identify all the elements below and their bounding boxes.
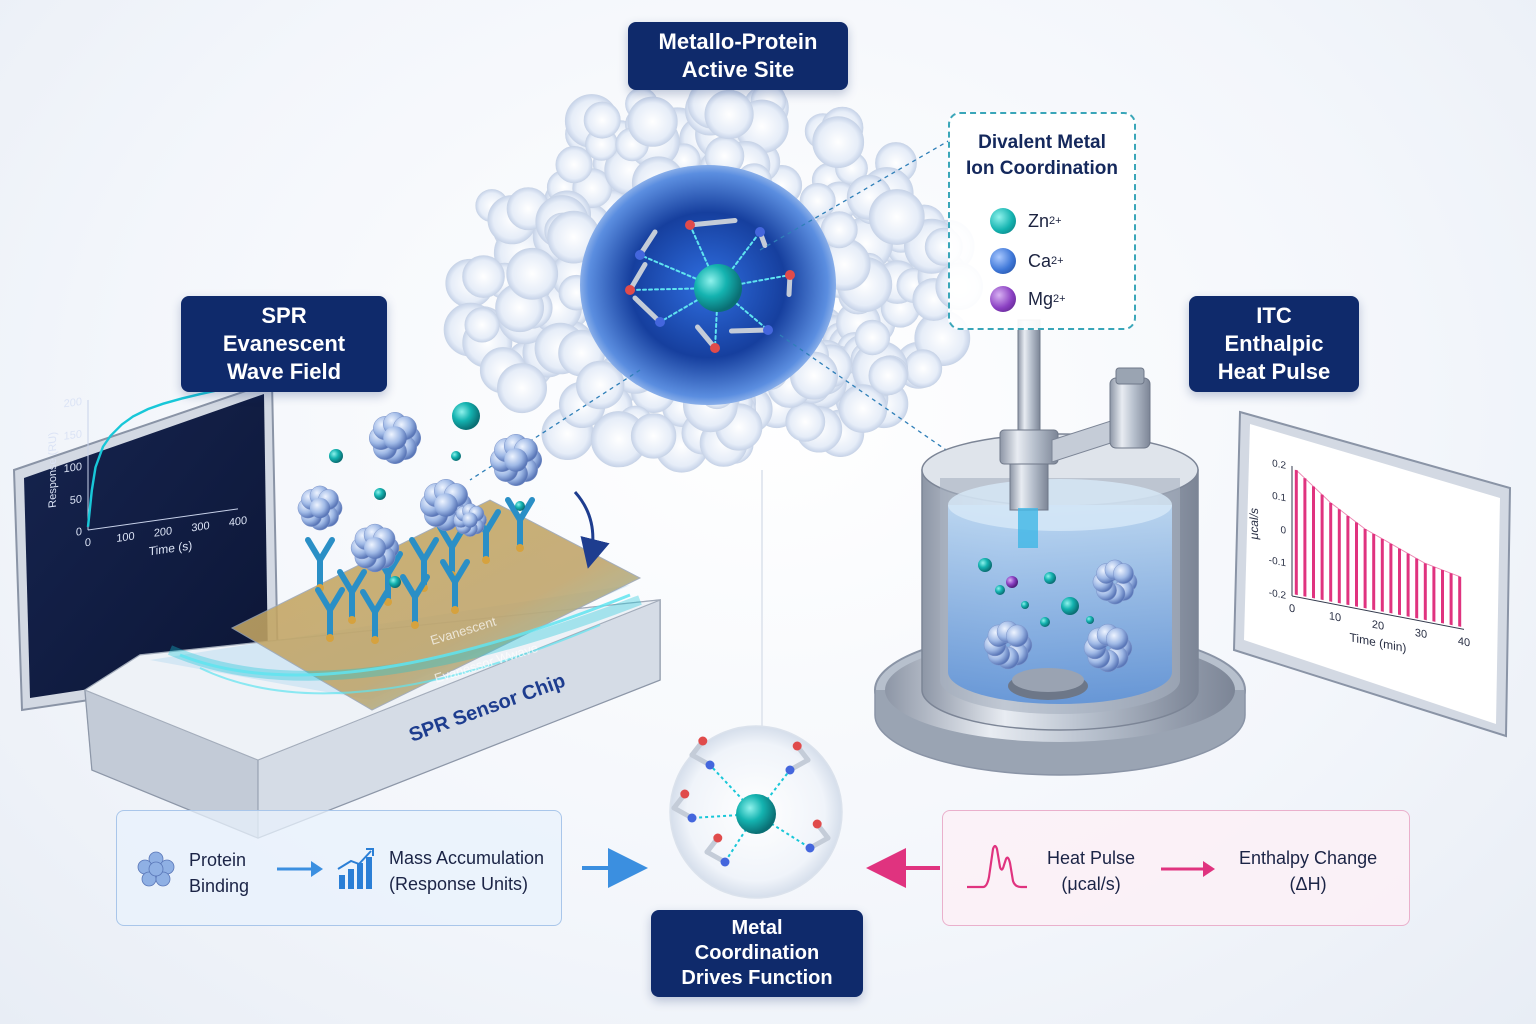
- x-tick-label: 100: [116, 530, 134, 545]
- y-tick-label: 0.1: [1272, 491, 1286, 505]
- y-tick-label: 200: [64, 396, 82, 411]
- x-tick-label: 0: [85, 537, 91, 550]
- arrow-right-icon: [277, 861, 323, 877]
- calcium-ion-icon: [990, 248, 1016, 274]
- x-tick-label: 40: [1458, 635, 1470, 649]
- y-tick-label: -0.2: [1269, 588, 1287, 602]
- spr-monitor: [12, 380, 280, 712]
- arrow-right-icon: [1161, 861, 1215, 877]
- itc-cell-contents: [978, 558, 1138, 673]
- x-tick-label: 200: [154, 525, 172, 540]
- spr-sensor-chip: [83, 499, 661, 839]
- x-tick-label: 300: [191, 520, 209, 535]
- mass-accumulation-text: Mass Accumulation(Response Units): [389, 848, 545, 894]
- y-tick-label: 50: [70, 493, 82, 507]
- x-tick-label: 10: [1329, 610, 1341, 624]
- coordination-sphere: [669, 725, 843, 899]
- y-tick-label: -0.1: [1269, 555, 1287, 569]
- spr-analyte-particles: [297, 402, 543, 588]
- x-tick-label: 400: [229, 515, 247, 530]
- central-metal-ion-icon: [736, 794, 776, 834]
- y-tick-label: 100: [64, 461, 82, 476]
- x-tick-label: 20: [1372, 619, 1384, 633]
- enthalpy-change-text: Enthalpy Change(ΔH): [1239, 848, 1378, 894]
- y-axis-label: Response (RU): [47, 431, 59, 508]
- y-tick-label: 0.2: [1272, 458, 1286, 472]
- x-axis-label: Time (s): [149, 538, 193, 558]
- sensorgram-line: [86, 385, 239, 527]
- x-axis: [1292, 595, 1464, 630]
- itc-process-panel: Heat Pulse(μcal/s) Enthalpy Change(ΔH): [942, 810, 1410, 926]
- y-tick-label: 0: [1280, 525, 1286, 537]
- zinc-ion-icon: [694, 264, 742, 312]
- x-axis: [88, 508, 238, 531]
- itc-monitor: [1232, 410, 1512, 738]
- bar-growth-icon: [337, 848, 374, 889]
- flow-arrow-icon: [573, 491, 610, 569]
- x-tick-label: 0: [1289, 602, 1295, 615]
- magnesium-ion-icon: [990, 286, 1016, 312]
- antibody-layer: [305, 497, 535, 644]
- heat-pulse-icon: [967, 844, 1027, 889]
- heat-pulse-text: Heat Pulse(μcal/s): [1047, 848, 1136, 894]
- y-tick-label: 150: [64, 428, 82, 443]
- thermogram-envelope: [1295, 469, 1460, 578]
- x-tick-label: 30: [1415, 627, 1427, 641]
- zinc-ion-icon: [990, 208, 1016, 234]
- protein-cluster-icon: [137, 851, 175, 887]
- y-tick-label: 0: [76, 526, 82, 539]
- legend-title: Divalent Metal Ion Coordination: [966, 132, 1118, 179]
- active-site-pocket: [580, 165, 836, 405]
- y-axis-label: μcal/s: [1247, 506, 1261, 540]
